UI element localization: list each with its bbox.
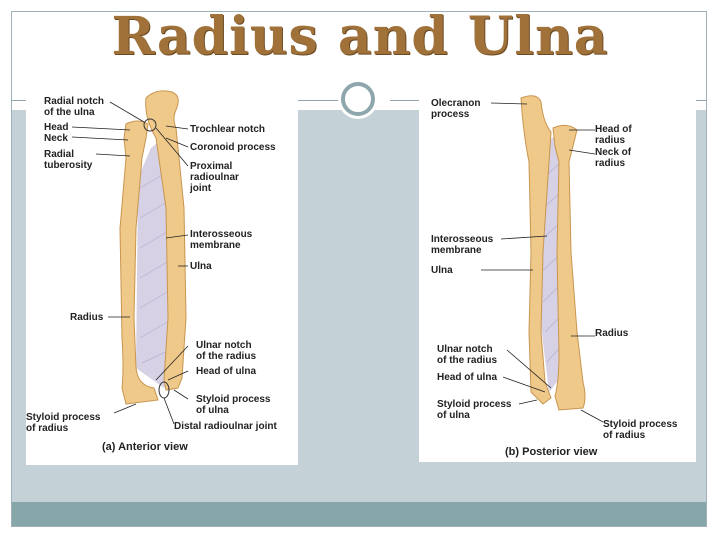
radius-bone-shape: [552, 124, 586, 411]
label-head: Head: [44, 122, 69, 133]
label-distal-radioulnar-joint: Distal radioulnar joint: [174, 421, 277, 432]
anterior-leader-lines: [71, 101, 189, 425]
label-interosseous-membrane: Interosseous membrane: [190, 229, 253, 251]
footer-bar: [12, 502, 706, 526]
label-styloid-process-radius: Styloid process of radius: [603, 419, 678, 441]
label-radius: Radius: [70, 312, 104, 323]
ring-ornament-icon: [341, 82, 375, 116]
slide-frame: [11, 11, 707, 527]
label-styloid-process-ulna: Styloid process of ulna: [196, 394, 271, 416]
caption-anterior-view: (a) Anterior view: [102, 441, 188, 453]
ulna-bone-shape: [145, 90, 187, 391]
label-radius: Radius: [595, 328, 629, 339]
label-interosseous-membrane: Interosseous membrane: [431, 234, 494, 256]
posterior-leader-lines: [481, 102, 604, 423]
posterior-bones-illustration: [481, 95, 604, 423]
anterior-bones-illustration: [71, 90, 189, 425]
label-coronoid-process: Coronoid process: [190, 142, 276, 153]
label-ulnar-notch: Ulnar notch of the radius: [437, 344, 498, 366]
label-ulna: Ulna: [190, 261, 212, 272]
label-head-of-radius: Head of radius: [595, 124, 632, 146]
label-olecranon-process: Olecranon process: [431, 98, 481, 120]
label-neck-of-radius: Neck of radius: [595, 147, 632, 169]
slide-title: Radius and Ulna: [111, 6, 609, 67]
label-head-of-ulna: Head of ulna: [437, 372, 498, 383]
proximal-joint-circle: [143, 118, 157, 132]
label-neck: Neck: [44, 133, 68, 144]
posterior-view-figure: Olecranon process Head of radius Neck of…: [419, 92, 696, 462]
ulna-bone-shape: [520, 95, 552, 405]
label-ulnar-notch: Ulnar notch of the radius: [196, 340, 257, 362]
label-ulna: Ulna: [431, 265, 453, 276]
label-styloid-process-ulna: Styloid process of ulna: [437, 399, 512, 421]
label-head-of-ulna: Head of ulna: [196, 366, 257, 377]
label-radial-notch: Radial notch of the ulna: [44, 96, 105, 118]
label-trochlear-notch: Trochlear notch: [190, 124, 266, 135]
label-proximal-radioulnar-joint: Proximal radioulnar joint: [190, 161, 239, 194]
anterior-view-figure: Radial notch of the ulna Head Neck Radia…: [26, 88, 298, 465]
label-styloid-process-radius: Styloid process of radius: [26, 412, 101, 434]
label-radial-tuberosity: Radial tuberosity: [44, 149, 93, 171]
caption-posterior-view: (b) Posterior view: [505, 446, 598, 458]
